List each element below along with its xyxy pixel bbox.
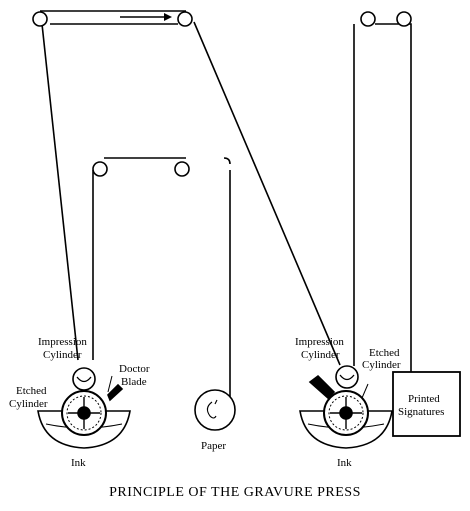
roller-top-left [32, 11, 48, 27]
label-etched-cylinder-right-2: Cylinder [362, 359, 401, 371]
label-doctor-blade-1: Doctor [119, 363, 150, 375]
roller-top-right-a [360, 11, 376, 27]
roller-mid-left [92, 161, 108, 177]
label-impression-cylinder-left-1: Impression [38, 336, 87, 348]
impression-cylinder-left [72, 367, 96, 391]
left-press-unit [37, 367, 131, 449]
label-printed-signatures-2: Signatures [398, 406, 444, 418]
printed-signatures-box [392, 371, 461, 437]
impression-cylinder-right [335, 365, 359, 389]
paper-web-path [40, 10, 412, 405]
doctor-blade-right [308, 374, 336, 400]
roller-top-middle [177, 11, 193, 27]
right-press-unit [299, 365, 393, 449]
guide-rollers [32, 11, 412, 177]
diagram-title: PRINCIPLE OF THE GRAVURE PRESS [109, 485, 361, 500]
doctor-blade-left [107, 383, 124, 402]
label-ink-right: Ink [337, 457, 352, 469]
label-etched-cylinder-left-2: Cylinder [9, 398, 48, 410]
label-etched-cylinder-right-1: Etched [369, 347, 400, 359]
roller-mid-right [174, 161, 190, 177]
web-direction-arrow [120, 13, 172, 21]
label-impression-cylinder-right-2: Cylinder [301, 349, 340, 361]
label-doctor-blade-2: Blade [121, 376, 147, 388]
labels: Impression Cylinder Doctor Blade Etched … [9, 336, 444, 500]
label-printed-signatures-1: Printed [408, 393, 440, 405]
label-ink-left: Ink [71, 457, 86, 469]
label-etched-cylinder-left-1: Etched [16, 385, 47, 397]
label-impression-cylinder-left-2: Cylinder [43, 349, 82, 361]
label-impression-cylinder-right-1: Impression [295, 336, 344, 348]
paper-roll [194, 389, 236, 431]
label-paper: Paper [201, 440, 226, 452]
roller-top-right-b [396, 11, 412, 27]
